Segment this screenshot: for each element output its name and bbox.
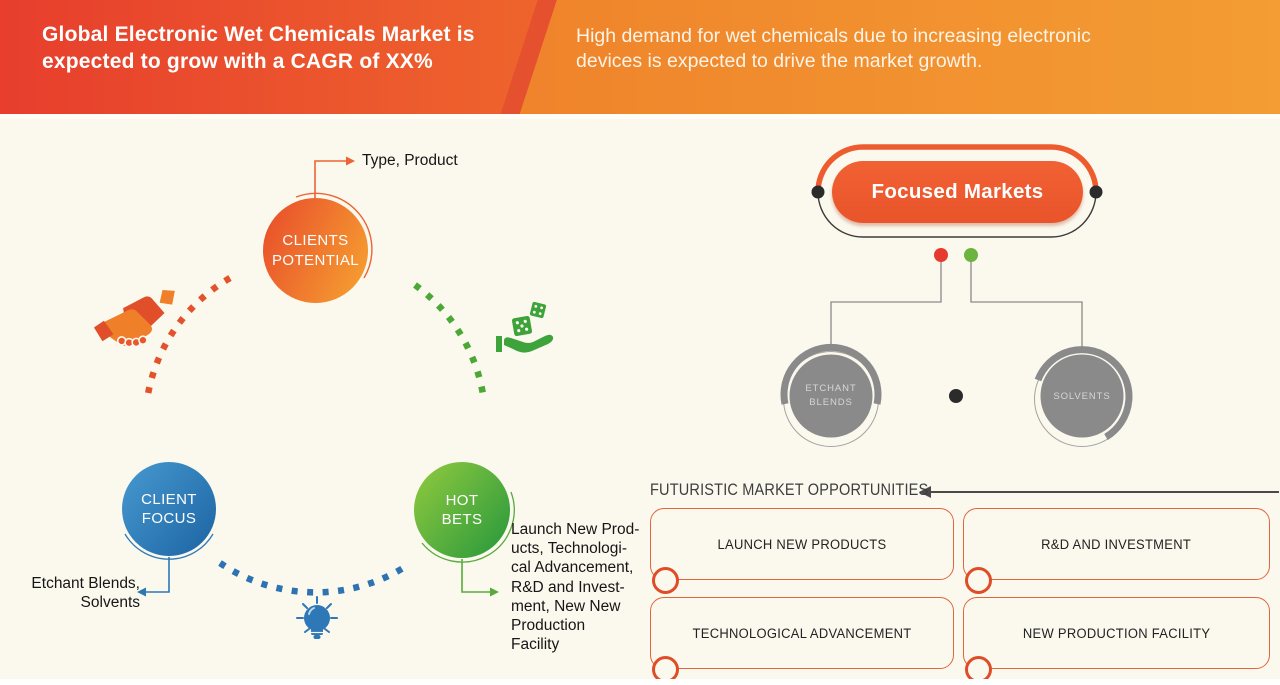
node-hot-bets: HOT BETS xyxy=(414,462,510,558)
ring-right-dot xyxy=(1089,185,1103,199)
opportunity-card-label: NEW PRODUCTION FACILITY xyxy=(1022,625,1211,641)
arc-blue xyxy=(218,560,410,596)
node-hot-bets-label: HOT BETS xyxy=(441,491,483,529)
annotation-hot-bets: Launch New Prod- ucts, Technologi- cal A… xyxy=(511,521,640,654)
card-corner-dot xyxy=(965,567,992,594)
arc-orange xyxy=(143,275,232,401)
solvents-label: SOLVENTS xyxy=(1053,391,1111,402)
opportunity-card-label: TECHNOLOGICAL ADVANCEMENT xyxy=(692,625,912,641)
opportunity-card-rd-and-investment: R&D AND INVESTMENT xyxy=(963,508,1270,594)
opportunity-card-technological-advancement: TECHNOLOGICAL ADVANCEMENT xyxy=(650,597,954,683)
annotation-clients-potential: Type, Product xyxy=(362,152,458,169)
node-client-focus: CLIENT FOCUS xyxy=(122,462,216,556)
dice-hand-icon xyxy=(496,301,554,353)
card-corner-dot xyxy=(652,656,679,683)
etchant-blends-label: ETCHANT BLENDS xyxy=(805,383,857,408)
opportunity-card-label: R&D AND INVESTMENT xyxy=(1041,536,1192,552)
opportunities-heading: FUTURISTIC MARKET OPPORTUNITIES xyxy=(650,481,929,499)
card-corner-dot xyxy=(965,656,992,683)
opportunity-card-label: LAUNCH NEW PRODUCTS xyxy=(717,536,887,552)
arc-green xyxy=(413,282,488,402)
wheel-dashed-arcs xyxy=(143,275,488,596)
header-banner xyxy=(0,0,1280,114)
focused-markets-title: Focused Markets xyxy=(871,180,1044,203)
banner-subtitle: High demand for wet chemicals due to inc… xyxy=(576,25,1091,73)
node-client-focus-label: CLIENT FOCUS xyxy=(141,490,197,528)
banner-left-gradient xyxy=(0,0,538,114)
annotation-client-focus: Etchant Blends, Solvents xyxy=(31,575,140,612)
lightbulb-icon xyxy=(296,596,338,639)
opportunity-card-new-production-facility: NEW PRODUCTION FACILITY xyxy=(963,597,1270,683)
handshake-icon xyxy=(93,290,175,348)
connector-lines xyxy=(830,262,1083,350)
center-dot xyxy=(949,389,963,403)
callout-arrows xyxy=(137,156,499,597)
opportunity-card-launch-new-products: LAUNCH NEW PRODUCTS xyxy=(650,508,954,594)
banner-title: Global Electronic Wet Chemicals Market i… xyxy=(42,23,475,74)
node-clients-potential-label: CLIENTS POTENTIAL xyxy=(272,232,359,269)
red-dot xyxy=(934,248,948,262)
card-corner-dot xyxy=(652,567,679,594)
green-dot xyxy=(964,248,978,262)
node-clients-potential: CLIENTS POTENTIAL xyxy=(263,198,368,303)
heading-arrow xyxy=(919,486,1279,498)
focused-markets-pill: Focused Markets xyxy=(832,161,1083,223)
banner-underline xyxy=(0,114,1280,119)
focused-markets-ring xyxy=(811,144,1103,238)
etchant-blends-node xyxy=(780,343,882,447)
ring-left-dot xyxy=(811,185,825,199)
bottom-white-strip xyxy=(0,679,1280,685)
solvents-node xyxy=(1034,346,1133,447)
